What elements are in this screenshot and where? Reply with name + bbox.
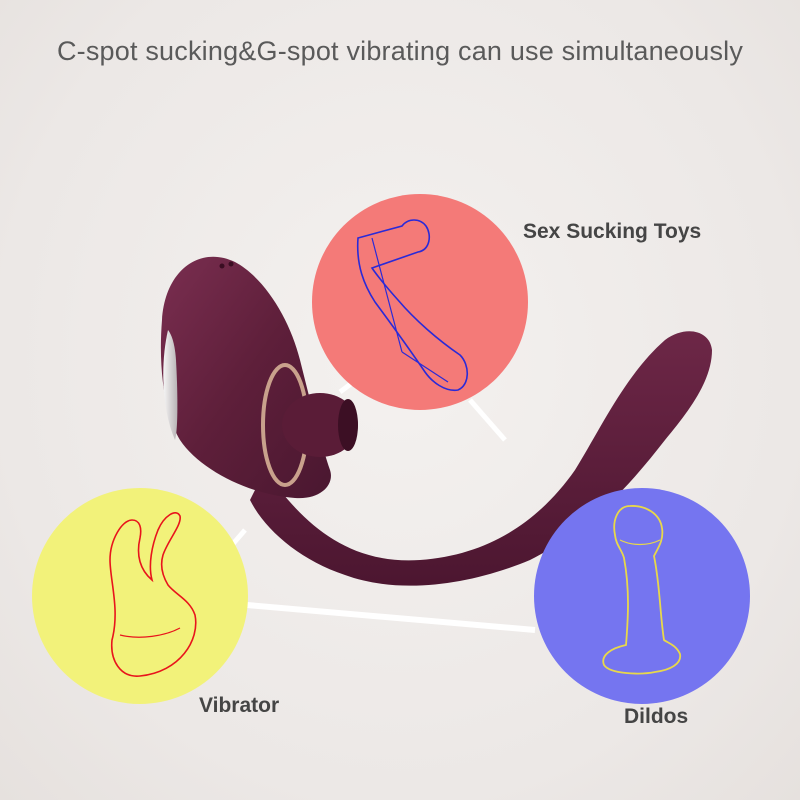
- dildos-circle: [534, 488, 750, 704]
- label-sex-sucking-toys: Sex Sucking Toys: [523, 220, 702, 243]
- label-vibrator: Vibrator: [199, 694, 280, 717]
- product-device: [160, 256, 712, 586]
- device-arm: [250, 331, 712, 586]
- sucking-toys-circle: [312, 194, 528, 410]
- device-head: [160, 256, 331, 499]
- dildo-outline-icon: [602, 505, 682, 675]
- vibrator-circle: [32, 488, 248, 704]
- suction-toy-outline-icon: [356, 219, 469, 392]
- headline: C-spot sucking&G-spot vibrating can use …: [56, 36, 744, 66]
- connector-lines: [230, 381, 536, 633]
- device-suction-cup: [282, 393, 358, 457]
- rabbit-vibrator-outline-icon: [109, 512, 197, 677]
- device-silver-edge: [163, 330, 178, 440]
- label-dildos: Dildos: [624, 705, 689, 728]
